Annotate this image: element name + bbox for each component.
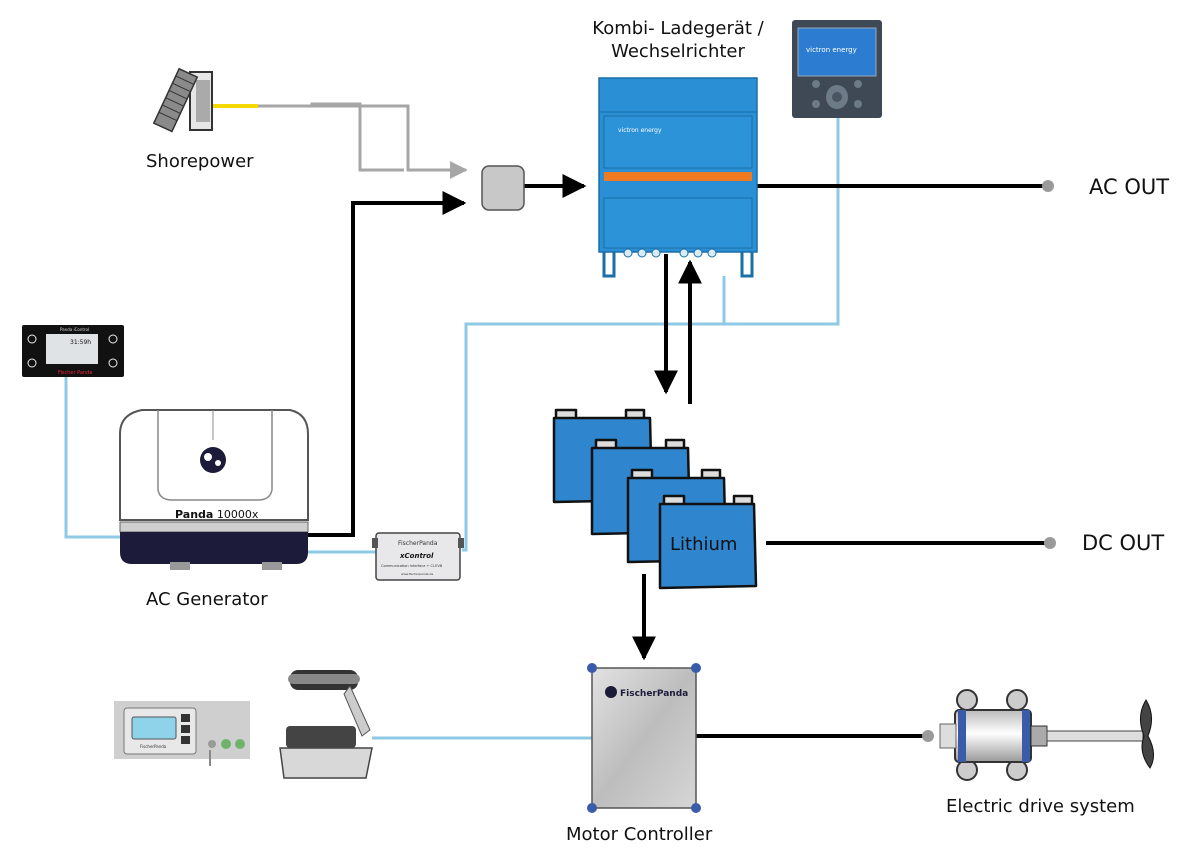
generator-remote-panel: Panda iControl 31:59h Fischer Panda — [22, 325, 124, 377]
shore-lines — [258, 102, 468, 179]
remote-panel-brand: Fischer Panda — [58, 370, 92, 376]
shore-power-plug-icon — [152, 67, 213, 133]
generator-model-rest: 10000x — [213, 508, 258, 521]
ac-generator-label: AC Generator — [146, 589, 268, 610]
xcontrol-url: www.fischerpanda.de — [401, 572, 433, 576]
remote-panel-title: Panda iControl — [60, 327, 89, 332]
inverter-charger: victron energy — [598, 77, 758, 278]
panda-logo-icon — [200, 447, 226, 473]
electric-drive-motor — [939, 689, 1154, 781]
inverter-brand-text: victron energy — [618, 127, 662, 134]
ac-out-terminal — [1042, 180, 1054, 192]
svg-text:Panda 10000x: Panda 10000x — [175, 508, 259, 521]
shore-line-1 — [258, 104, 468, 179]
xcontrol-name: xControl — [399, 552, 434, 560]
remote-panel-display-text: 31:59h — [70, 339, 91, 346]
electric-drive-label: Electric drive system — [946, 796, 1135, 817]
dc-out-label: DC OUT — [1082, 531, 1165, 555]
inverter-title: Kombi- Ladegerät / Wechselrichter — [560, 17, 796, 63]
xcontrol-brand: FischerPanda — [398, 540, 438, 547]
shore-line-2 — [310, 102, 404, 172]
xcontrol-interface: FischerPanda xControl Communication Inte… — [372, 532, 464, 581]
generator-model-bold: Panda — [175, 508, 213, 521]
comm-line-panel-to-generator — [64, 376, 122, 539]
ac-out-label: AC OUT — [1089, 175, 1170, 199]
throttle-lever — [279, 670, 373, 779]
power-line-generator-to-switch — [306, 191, 467, 537]
inverter-title-line2: Wechselrichter — [611, 41, 745, 62]
xcontrol-sub: Communication Interface + CI-EVB — [381, 564, 443, 568]
motor-controller-logo-icon — [605, 686, 617, 698]
comm-line-xcontrol-to-bus — [462, 118, 840, 552]
motor-controller: FischerPanda — [587, 663, 701, 813]
drive-panel-brand: FischerPanda — [140, 744, 167, 749]
power-lines — [306, 174, 1048, 738]
inverter-status-stripe — [604, 172, 752, 181]
drive-terminal — [922, 730, 934, 742]
battery-label: Lithium — [670, 534, 737, 555]
motor-controller-label: Motor Controller — [566, 824, 713, 845]
battery-bank — [552, 408, 758, 590]
transfer-switch — [481, 165, 525, 211]
ac-generator: Panda 10000x — [119, 409, 309, 570]
inverter-title-line1: Kombi- Ladegerät / — [592, 18, 764, 39]
dc-out-terminal — [1044, 537, 1056, 549]
motor-controller-brand: FischerPanda — [620, 689, 688, 699]
propeller-icon — [1140, 699, 1154, 769]
shorepower-label: Shorepower — [146, 151, 254, 172]
panel-brand-text: victron energy — [806, 46, 857, 54]
comm-lines — [64, 118, 840, 740]
battery-cell-4 — [658, 494, 758, 590]
inverter-control-panel: victron energy — [792, 20, 882, 118]
drive-control-panel: FischerPanda — [114, 701, 250, 766]
